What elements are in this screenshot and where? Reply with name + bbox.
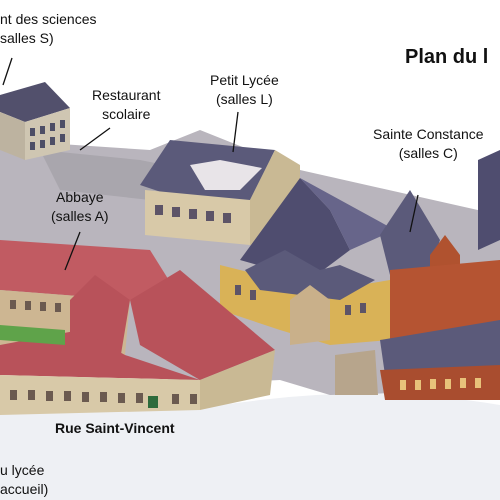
building-sainte-constance[interactable] <box>220 150 500 400</box>
label-sainte-constance-line1: Sainte Constance <box>373 126 484 142</box>
label-sciences-line1: nt des sciences <box>0 11 97 27</box>
label-sainte-constance: Sainte Constance (salles C) <box>373 125 484 163</box>
building-abbaye[interactable] <box>0 240 275 415</box>
courtyard-grass <box>0 325 65 345</box>
label-accueil: u lycée accueil) <box>0 461 48 499</box>
entrance-door <box>148 396 158 408</box>
label-sciences-line2: salles S) <box>0 30 54 46</box>
label-pointers <box>2 57 419 271</box>
label-accueil-line1: u lycée <box>0 462 45 478</box>
building-sciences[interactable] <box>0 82 70 160</box>
label-petit-lycee-line2: (salles L) <box>215 91 273 107</box>
label-restaurant: Restaurant scolaire <box>92 86 160 124</box>
label-sainte-constance-line2: (salles C) <box>398 145 458 161</box>
label-sciences: nt des sciences salles S) <box>0 10 97 48</box>
map-title: Plan du l <box>405 46 489 68</box>
label-petit-lycee: Petit Lycée (salles L) <box>210 71 279 109</box>
label-abbaye: Abbaye (salles A) <box>51 188 109 226</box>
label-restaurant-line2: scolaire <box>102 106 151 122</box>
label-accueil-line2: accueil) <box>0 481 49 497</box>
label-abbaye-line2: (salles A) <box>51 208 109 224</box>
label-abbaye-line1: Abbaye <box>56 189 104 205</box>
label-restaurant-line1: Restaurant <box>92 87 161 103</box>
label-petit-lycee-line1: Petit Lycée <box>210 72 279 88</box>
street-label: Rue Saint-Vincent <box>55 420 175 436</box>
